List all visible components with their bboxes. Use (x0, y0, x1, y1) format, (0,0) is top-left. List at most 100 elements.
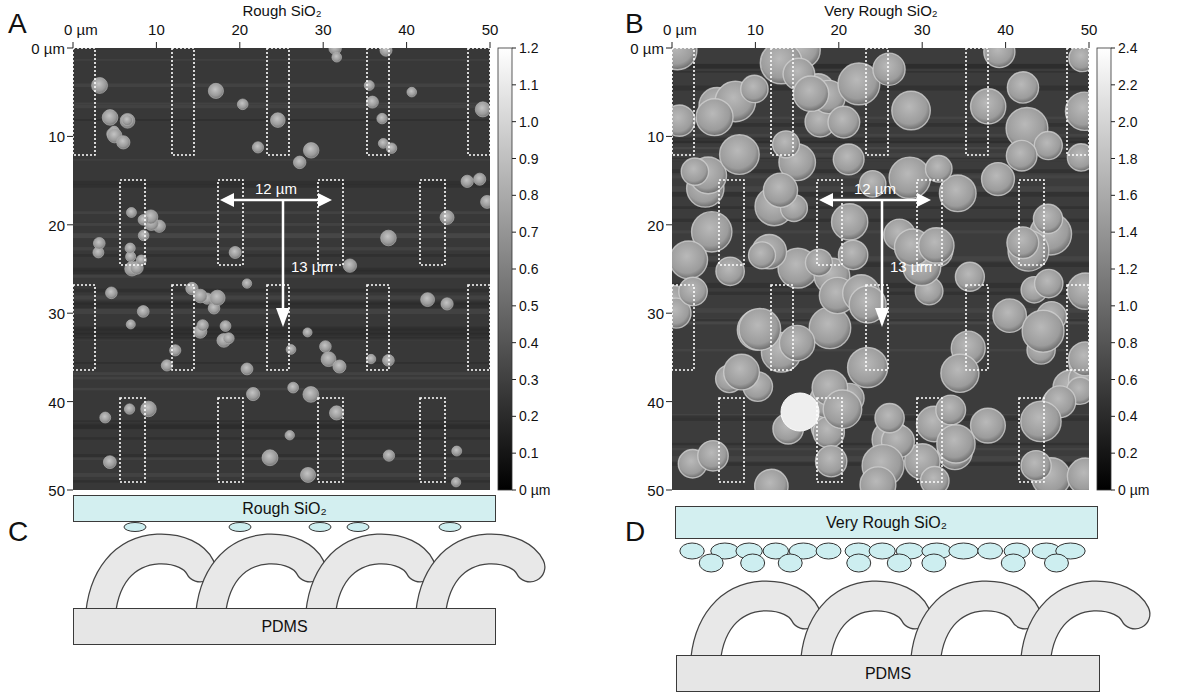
particle (103, 456, 116, 469)
scan-streak (73, 372, 490, 375)
particle (1007, 227, 1039, 259)
particle (125, 243, 135, 253)
particle (193, 289, 207, 303)
pillar-outline (120, 398, 145, 482)
particle (223, 333, 234, 344)
axis-tick-label: 10 (148, 22, 165, 37)
tick-mark (1111, 379, 1115, 380)
axis-tick-label: 30 (48, 306, 65, 321)
particle (451, 478, 460, 487)
particle (475, 102, 490, 117)
nanoparticle (1044, 554, 1068, 572)
tick-mark (512, 121, 516, 122)
pillar-outline (1067, 285, 1089, 370)
pillar-outline (218, 398, 243, 482)
tick-mark (512, 48, 516, 49)
arrow-head (875, 308, 889, 327)
particle (141, 401, 157, 417)
scan-streak (73, 223, 490, 226)
tick-mark (490, 42, 491, 48)
axis-ticks (666, 42, 1089, 490)
particle (955, 262, 984, 291)
colorbar-label: 1.4 (1118, 225, 1137, 239)
colorbar-label: 0.2 (519, 409, 538, 423)
arrow-head (819, 193, 833, 207)
particle (993, 299, 1027, 333)
pillar-outline (1019, 180, 1044, 265)
particle (763, 173, 797, 207)
particle (117, 136, 130, 149)
afm-image (73, 48, 490, 490)
scan-streak (73, 327, 490, 331)
axis-tick-label: 50 (1081, 22, 1098, 37)
particle (380, 48, 392, 56)
tick-mark (67, 401, 73, 402)
pillar-outline (218, 180, 243, 265)
pillar-outline (267, 48, 289, 155)
particle (773, 131, 800, 158)
particle (247, 387, 260, 400)
particle (838, 240, 867, 269)
particle (1033, 204, 1062, 233)
scan-streak (73, 424, 490, 429)
scan-streak (73, 234, 490, 238)
particle (920, 467, 949, 490)
pillar-outline (468, 48, 490, 155)
pillar-outline (367, 285, 389, 370)
tick-mark (67, 224, 73, 225)
colorbar-label: 0.3 (519, 373, 538, 387)
nanoparticle (949, 543, 978, 559)
scan-streak (73, 377, 490, 380)
colorbar-label: 0.4 (519, 336, 538, 350)
tick-mark (666, 313, 672, 314)
tick-mark (512, 195, 516, 196)
arrow-head (917, 193, 931, 207)
pillar-outline (420, 180, 445, 265)
particle (161, 360, 172, 371)
colorbar-label: 2.2 (1118, 78, 1137, 92)
axis-tick-label: 0 µm (31, 41, 65, 56)
particle (720, 135, 760, 175)
tick-mark (1111, 342, 1115, 343)
particle (1067, 144, 1089, 171)
particle (941, 354, 979, 392)
colorbar-label: 1.0 (1118, 299, 1137, 313)
colorbar-label: 0.1 (519, 446, 538, 460)
particle (126, 208, 136, 218)
nanoparticle (347, 523, 369, 532)
tick-mark (1111, 269, 1115, 270)
particle (421, 293, 435, 307)
scan-streak (73, 388, 490, 391)
colorbar-label: 0.4 (1118, 409, 1137, 423)
axis-tick-label: 0 µm (630, 41, 664, 56)
particle (936, 395, 966, 425)
colorbar-label: 1.6 (1118, 188, 1137, 202)
pillar-outline (120, 180, 145, 265)
particle (1021, 401, 1061, 441)
particle (102, 110, 118, 126)
pillar-outline (672, 48, 694, 155)
particle (873, 53, 905, 85)
particle (210, 290, 225, 305)
dimension-label: 12 µm (854, 181, 896, 196)
particle (383, 450, 394, 461)
particle (461, 175, 473, 187)
particle (892, 91, 931, 130)
pillar-outline (719, 398, 744, 482)
particle (138, 230, 149, 241)
colorbar-label: 2.0 (1118, 115, 1137, 129)
particle (1035, 269, 1063, 297)
panel-letter: A (8, 10, 27, 38)
dimension-arrows (220, 193, 332, 327)
colorbar-label: 0.6 (519, 262, 538, 276)
particle (481, 195, 490, 208)
panel-title: Rough SiO₂ (242, 3, 321, 18)
panel-title: Very Rough SiO₂ (824, 3, 937, 18)
axis-tick-label: 30 (315, 22, 332, 37)
particle (1021, 451, 1051, 481)
particle (832, 204, 868, 240)
pillar-outline (1019, 398, 1044, 482)
afm-image (672, 48, 1089, 490)
pillar-outline (866, 285, 888, 370)
